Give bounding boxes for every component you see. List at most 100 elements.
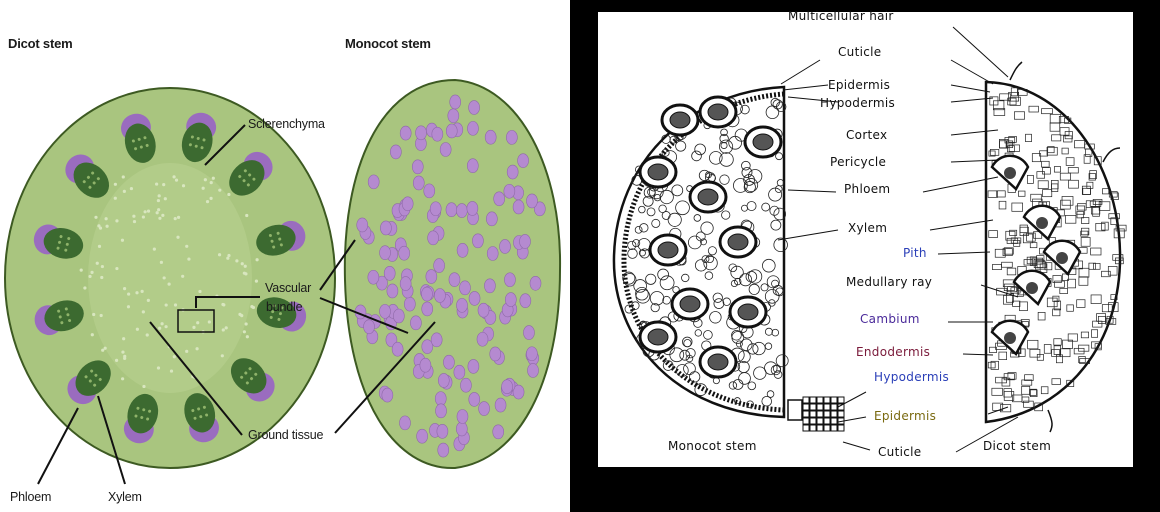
ground-tissue-cell <box>177 216 180 219</box>
hair-right <box>1103 148 1120 162</box>
ground-tissue-cell <box>144 210 147 213</box>
monocot-vascular-bundle <box>472 234 483 248</box>
ground-tissue-cell <box>227 193 230 196</box>
ground-tissue-cell <box>90 271 93 274</box>
monocot-vascular-bundle <box>457 410 468 424</box>
ground-tissue-cell <box>164 325 167 328</box>
monocot-vascular-bundle <box>448 109 459 123</box>
ground-tissue-cell <box>165 303 168 306</box>
xylem-cluster <box>1036 217 1048 229</box>
endodermis-label: Endodermis <box>856 345 930 359</box>
ground-tissue-cell <box>123 190 126 193</box>
left-diagram-panel: Dicot stem Monocot stem Sclerenchyma Vas… <box>0 0 570 512</box>
ground-tissue-cell <box>96 262 99 265</box>
ground-tissue-cell <box>185 245 188 248</box>
ground-tissue-cell <box>106 225 109 228</box>
monocot-bundle <box>650 235 686 265</box>
monocot-vascular-bundle <box>493 425 504 439</box>
ground-tissue-cell <box>94 216 97 219</box>
tissue-cell <box>803 397 809 403</box>
tissue-cell <box>831 404 837 410</box>
tissue-cell <box>810 397 816 403</box>
ground-tissue-cell <box>123 287 126 290</box>
ground-tissue-cell <box>218 189 221 192</box>
ground-tissue-cell <box>155 182 158 185</box>
bundle-core <box>648 329 668 345</box>
monocot-bundle <box>730 297 766 327</box>
monocot-vascular-bundle <box>420 358 431 372</box>
tissue-cell <box>831 397 837 403</box>
monocot-vascular-bundle <box>382 388 393 402</box>
monocot-bundle <box>700 97 736 127</box>
monocot-bundle <box>640 322 676 352</box>
ground-tissue-cell <box>133 220 136 223</box>
epidermis-top-label: Epidermis <box>828 78 890 92</box>
monocot-vascular-bundle <box>422 302 433 316</box>
multicellular-hair-label: Multicellular hair <box>788 9 894 23</box>
ground-tissue-cell <box>164 197 167 200</box>
xylem-cluster <box>1004 167 1016 179</box>
monocot-vascular-bundle <box>530 276 541 290</box>
ground-tissue-cell <box>104 347 107 350</box>
ground-tissue-cell <box>212 177 215 180</box>
ground-tissue-cell <box>209 197 212 200</box>
monocot-vascular-bundle <box>504 273 515 287</box>
right-diagram-panel: Multicellular hair Cuticle Epidermis Hyp… <box>570 0 1160 512</box>
ground-tissue-cell <box>252 306 255 309</box>
ground-tissue-cell <box>101 265 104 268</box>
ground-tissue-cell <box>176 236 179 239</box>
tissue-cell <box>817 404 823 410</box>
monocot-vascular-bundle <box>416 126 427 140</box>
monocot-vascular-bundle <box>434 259 445 273</box>
monocot-vascular-bundle <box>513 200 524 214</box>
bundle-core <box>728 234 748 250</box>
cuticle-top-label: Cuticle <box>838 45 881 59</box>
monocot-vascular-bundle <box>426 270 437 284</box>
ground-tissue-cell <box>98 245 101 248</box>
monocot-vascular-bundle <box>504 184 515 198</box>
monocot-vascular-bundle <box>457 243 468 257</box>
monocot-vascular-bundle <box>526 194 537 208</box>
monocot-vascular-bundle <box>404 297 415 311</box>
monocot-vascular-bundle <box>502 380 513 394</box>
medullary-ray-label: Medullary ray <box>846 275 932 289</box>
tissue-cell <box>817 425 823 431</box>
phloem-right-label: Phloem <box>844 182 890 196</box>
ground-tissue-cell <box>235 259 238 262</box>
ground-tissue-cell <box>135 291 138 294</box>
monocot-vascular-bundle <box>484 279 495 293</box>
ground-tissue-cell <box>208 320 211 323</box>
bundle-core <box>658 242 678 258</box>
monocot-vascular-bundle <box>424 184 435 198</box>
ground-tissue-cell <box>225 326 228 329</box>
monocot-vascular-bundle <box>467 121 478 135</box>
ground-tissue-cell <box>174 217 177 220</box>
hypodermis-bottom-label: Hypodermis <box>874 370 949 384</box>
monocot-bundle <box>672 289 708 319</box>
ground-tissue-cell <box>187 257 190 260</box>
ground-tissue-cell <box>115 267 118 270</box>
monocot-bundle <box>690 182 726 212</box>
monocot-vascular-bundle <box>393 309 404 323</box>
monocot-vascular-bundle <box>387 284 398 298</box>
hypodermis-top-text: Hypodermis <box>820 96 895 110</box>
ground-tissue-cell <box>92 313 95 316</box>
ground-tissue-cell <box>153 248 156 251</box>
ground-tissue-cell <box>121 377 124 380</box>
monocot-bundle <box>700 347 736 377</box>
monocot-vascular-bundle <box>507 165 518 179</box>
ground-tissue-cell <box>158 217 161 220</box>
ground-tissue-cell <box>198 290 201 293</box>
monocot-stem-label: Monocot stem <box>668 439 757 453</box>
ground-tissue-cell <box>185 350 188 353</box>
ground-tissue-cell <box>114 197 117 200</box>
ground-tissue-cell <box>88 275 91 278</box>
xylem-label: Xylem <box>108 490 142 504</box>
monocot-vascular-bundle <box>467 201 478 215</box>
ground-tissue-cell <box>195 347 198 350</box>
ground-tissue-cell <box>80 268 83 271</box>
tissue-cell <box>824 418 830 424</box>
monocot-vascular-bundle <box>438 443 449 457</box>
tissue-cell <box>803 404 809 410</box>
comparison-sheet: Multicellular hair Cuticle Epidermis Hyp… <box>598 12 1133 467</box>
